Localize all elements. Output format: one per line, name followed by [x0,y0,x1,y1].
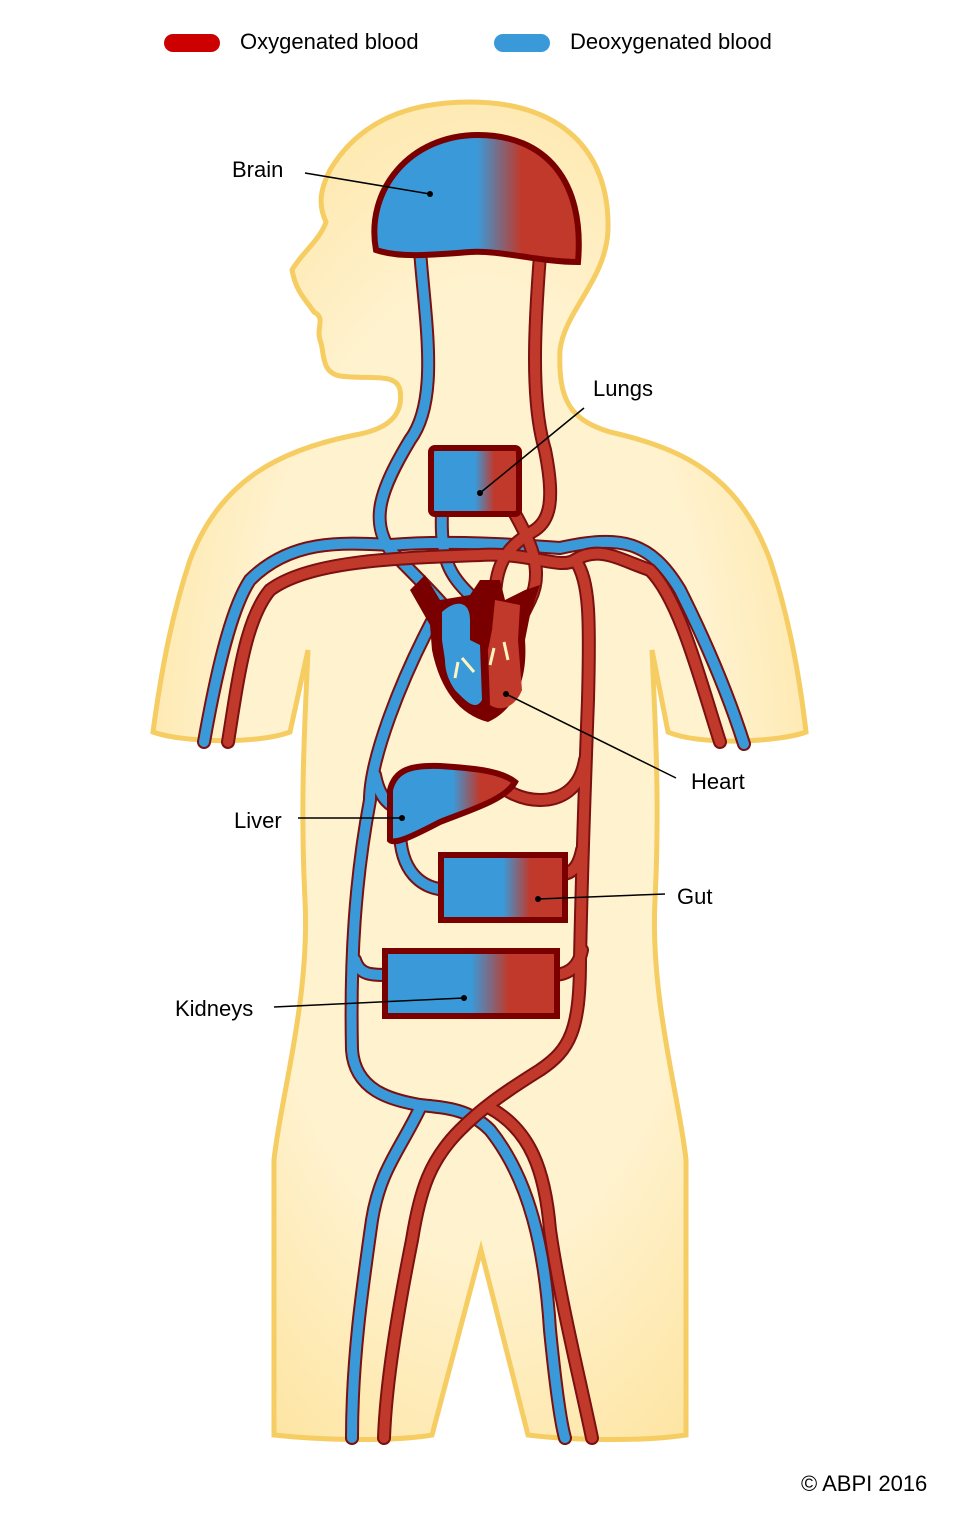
legend-swatch-deoxygenated [494,34,550,52]
heart-organ [410,575,540,722]
label-liver: Liver [234,808,282,833]
legend-label-deoxygenated: Deoxygenated blood [570,29,772,54]
copyright: © ABPI 2016 [801,1471,928,1496]
legend-swatch-oxygenated [164,34,220,52]
lungs-organ [428,445,522,517]
liver-organ [387,762,519,845]
label-brain: Brain [232,157,284,182]
label-heart: Heart [691,769,745,794]
label-lungs: Lungs [593,376,653,401]
label-kidneys: Kidneys [175,996,254,1021]
label-gut: Gut [677,884,713,909]
leader-lines [273,172,677,1008]
kidneys-organ [382,948,560,1019]
gut-organ [438,852,568,923]
legend-label-oxygenated: Oxygenated blood [240,29,419,54]
brain-organ [371,131,582,266]
